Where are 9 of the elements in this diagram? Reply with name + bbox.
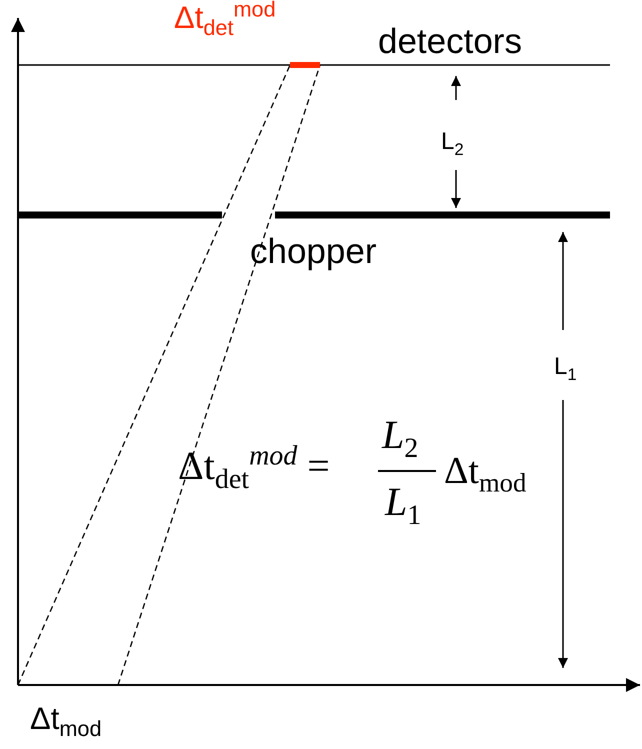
delta-t-moderator-label: Δt$_{mod}$ [30,703,102,734]
formula-denominator: L$_{1}$ [385,482,422,522]
formula-numerator: L$_{2}$ [382,415,418,455]
chopper-label: chopper [250,234,376,269]
l2-label: L$_{2}$ [441,130,464,154]
formula-right-side: Δt$_{mod}$ [444,452,526,490]
detectors-label: detectors [378,24,522,59]
formula-left-side: Δt$_{det}$$^{mod}$ = [178,446,330,486]
l1-label: L$_{1}$ [554,355,577,379]
